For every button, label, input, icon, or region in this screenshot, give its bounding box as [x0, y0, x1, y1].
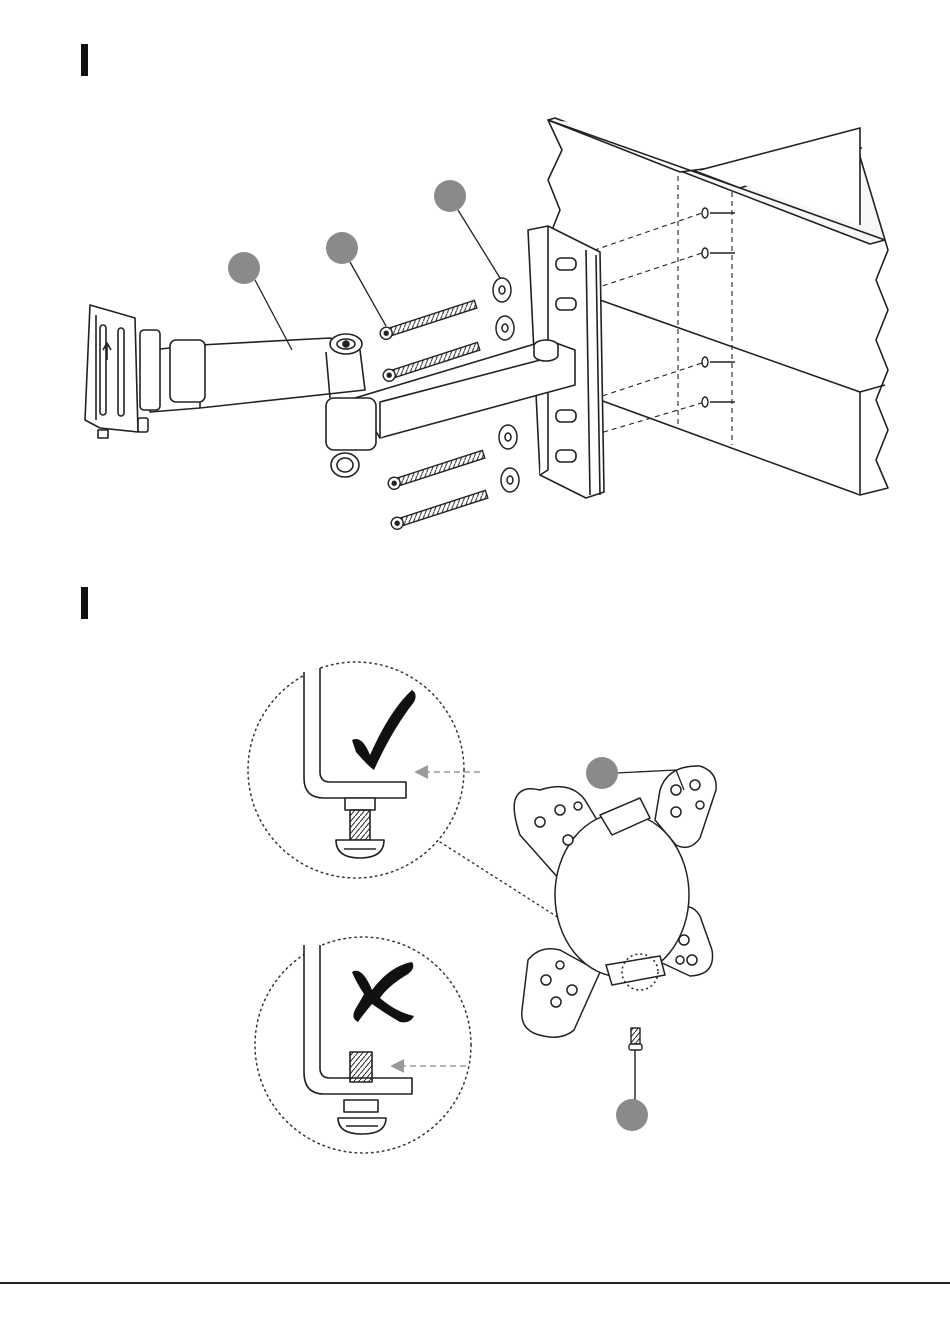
callout-washer — [434, 180, 500, 278]
screw-lower-2 — [390, 488, 489, 530]
footer-rule — [0, 1282, 950, 1284]
callout-locking-screw — [616, 1099, 648, 1131]
callout-screw — [326, 232, 386, 326]
vesa-adapter-plate — [514, 766, 716, 1037]
screw-lower-1 — [387, 448, 486, 490]
vesa-head-bracket — [85, 305, 148, 438]
articulated-arm — [140, 330, 575, 477]
callout-arm — [228, 252, 292, 350]
screw-upper-1 — [379, 298, 478, 340]
locking-screw — [629, 1028, 642, 1100]
detail-incorrect — [255, 937, 471, 1153]
